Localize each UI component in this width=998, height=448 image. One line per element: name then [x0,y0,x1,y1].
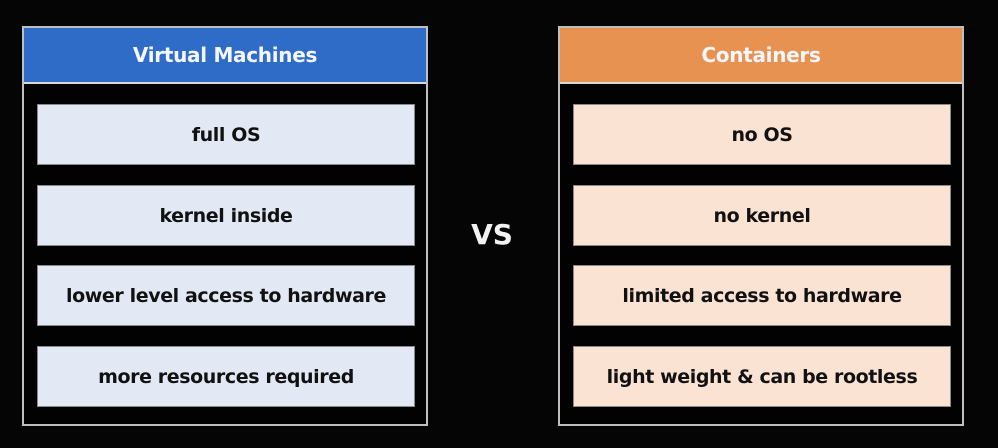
container-item-no-os: no OS [573,104,951,165]
container-item-no-kernel: no kernel [573,185,951,246]
vm-item-full-os: full OS [37,104,415,165]
vm-item-resources: more resources required [37,346,415,407]
containers-header: Containers [560,28,962,84]
virtual-machines-panel: Virtual Machines full OS kernel inside l… [22,26,428,426]
container-item-hardware: limited access to hardware [573,265,951,326]
containers-panel: Containers no OS no kernel limited acces… [558,26,964,426]
vm-item-hardware: lower level access to hardware [37,265,415,326]
container-item-lightweight: light weight & can be rootless [573,346,951,407]
vm-item-kernel: kernel inside [37,185,415,246]
vs-label: VS [471,218,513,251]
virtual-machines-header: Virtual Machines [24,28,426,84]
